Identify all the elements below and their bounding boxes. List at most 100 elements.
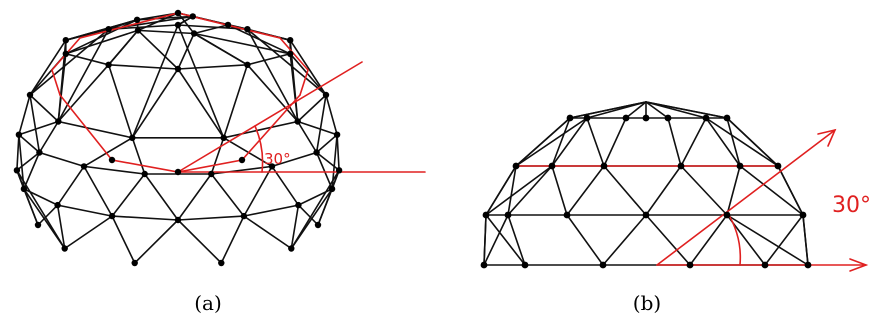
dome-b-node <box>521 261 529 269</box>
dome-a-strut <box>315 151 340 172</box>
dome-a-node <box>313 149 320 156</box>
dome-a-node <box>287 37 294 44</box>
dome-a-node <box>20 185 28 193</box>
dome-a-strut <box>317 188 333 226</box>
dome-a-node <box>133 16 141 23</box>
dome-a-strut <box>325 94 338 136</box>
dome-b-outline <box>483 101 809 266</box>
dome-a-node <box>333 131 341 138</box>
dome-b-node <box>804 261 812 269</box>
dome-b-strut <box>625 101 647 119</box>
dome-a-strut <box>29 39 67 96</box>
dome-b-strut <box>551 165 568 216</box>
dome-a-node <box>224 21 232 29</box>
dome-b-strut <box>602 214 647 266</box>
dome-a-strut <box>16 169 66 250</box>
dome-a-node <box>61 245 68 252</box>
dome-b-strut <box>485 165 553 216</box>
dome-a-strut <box>271 165 300 206</box>
dome-a-strut <box>177 68 225 139</box>
dome-a-node <box>129 134 136 141</box>
dome-b-arrowhead <box>817 128 837 147</box>
dome-a-strut <box>243 165 273 217</box>
dome-b-node <box>504 211 512 219</box>
dome-a-strut <box>193 32 249 66</box>
dome-b-strut <box>515 117 588 167</box>
dome-a-node <box>108 156 116 164</box>
dome-b-strut <box>485 214 526 266</box>
dome-a-strut <box>56 204 66 250</box>
dome-a-node <box>108 212 116 220</box>
dome-a-strut <box>18 120 60 136</box>
dome-b-strut <box>645 101 669 119</box>
dome-a-strut <box>296 120 338 136</box>
dome-a-strut <box>107 29 139 66</box>
dome-a-node <box>80 163 88 170</box>
dome-a-inclined-ray <box>177 61 363 173</box>
dome-a-strut <box>16 169 39 226</box>
dome-b-diagram <box>480 101 869 272</box>
dome-a-node <box>26 91 34 99</box>
dome-a-strut <box>38 120 60 154</box>
dome-b-node <box>480 261 488 269</box>
dome-a-node <box>238 156 246 164</box>
dome-b-node <box>482 211 490 219</box>
dome-b-node <box>664 114 672 122</box>
dome-b-strut <box>726 214 809 266</box>
dome-a-strut <box>131 137 146 175</box>
dome-b-strut <box>603 165 647 216</box>
dome-b-strut <box>645 214 691 266</box>
dome-a-diagram <box>13 9 426 267</box>
dome-a-strut <box>83 165 113 217</box>
dome-b-strut <box>645 165 682 216</box>
dome-a-node <box>134 27 142 34</box>
dome-b-strut <box>726 117 779 167</box>
dome-a-node <box>220 134 227 141</box>
dome-b-strut <box>667 117 682 167</box>
dome-a-node <box>36 149 43 156</box>
dome-a-strut <box>210 173 245 217</box>
dome-a-strut <box>177 12 195 35</box>
dome-a-strut <box>210 137 225 175</box>
dome-a-strut <box>246 28 327 96</box>
dome-a-node <box>54 201 61 209</box>
dome-a-strut <box>23 151 41 190</box>
dome-a-strut <box>193 32 291 55</box>
dome-a-strut <box>177 24 225 139</box>
dome-b-strut <box>645 101 728 119</box>
caption-b: (b) <box>633 291 661 315</box>
dome-b-strut <box>586 101 647 119</box>
dome-a-angle-label: 30° <box>264 150 291 168</box>
dome-b-strut <box>739 165 804 216</box>
dome-a-node <box>335 167 343 174</box>
dome-a-strut <box>289 39 327 96</box>
dome-a-strut <box>246 64 299 123</box>
dome-a-strut <box>111 173 146 217</box>
dome-b-strut <box>566 214 604 266</box>
dome-a-strut <box>56 165 85 206</box>
dome-a-node <box>131 259 138 267</box>
dome-a-strut <box>18 94 31 136</box>
caption-a: (a) <box>194 291 222 315</box>
dome-a-strut <box>143 173 179 221</box>
dome-a-node <box>244 26 251 33</box>
dome-b-strut <box>515 117 571 167</box>
dome-b-node <box>583 114 591 122</box>
dome-a-node <box>174 9 182 17</box>
dome-a-node <box>174 216 182 224</box>
dome-a-node <box>322 91 330 99</box>
dome-a-node <box>240 212 248 220</box>
dome-a-strut <box>290 204 300 250</box>
dome-a-strut <box>57 28 110 123</box>
dome-b-node <box>563 211 571 219</box>
dome-b-angle-label: 30° <box>832 193 871 218</box>
dome-b-node <box>702 114 710 122</box>
dome-a-strut <box>29 28 110 96</box>
dome-b-node <box>799 211 807 219</box>
dome-a-strut <box>133 219 179 264</box>
dome-a-strut <box>16 133 20 172</box>
dome-a-node <box>105 26 112 33</box>
dome-a-strut <box>222 137 273 168</box>
dome-b-node <box>642 114 650 122</box>
dome-a-node <box>34 221 42 229</box>
